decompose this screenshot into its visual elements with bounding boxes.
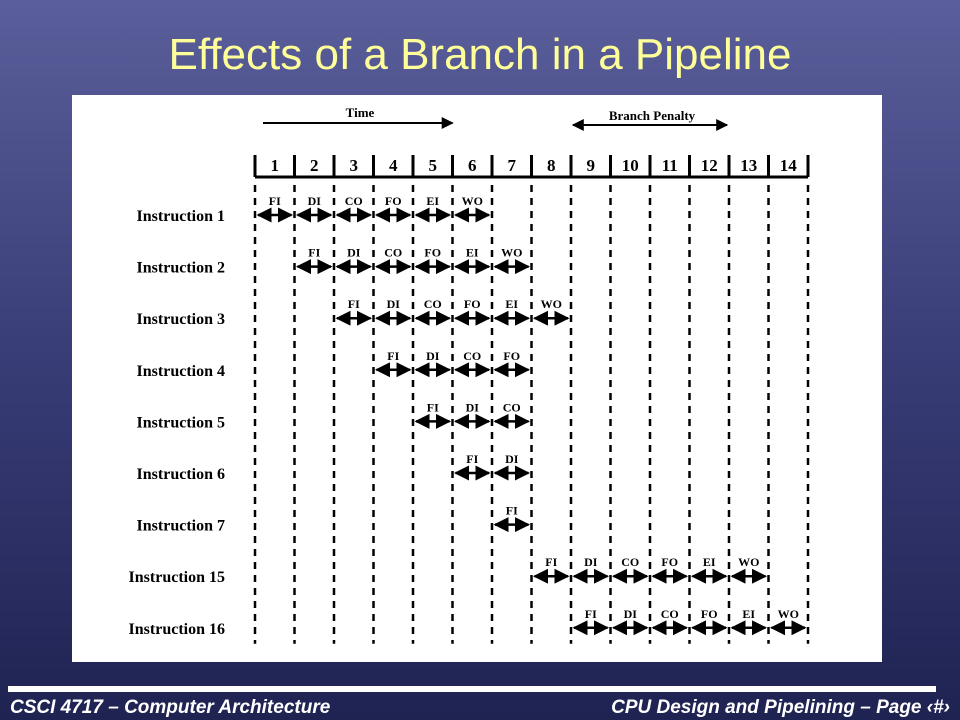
stage-label-co: CO (345, 194, 363, 208)
cycle-number-8: 8 (547, 156, 556, 175)
instruction-label: Instruction 4 (137, 363, 225, 380)
stage-label-wo: WO (501, 246, 522, 260)
stage-label-di: DI (624, 607, 638, 621)
stage-label-fo: FO (424, 246, 441, 260)
stage-label-co: CO (424, 297, 442, 311)
stage-label-co: CO (503, 400, 521, 414)
stage-label-wo: WO (541, 297, 562, 311)
instruction-label: Instruction 6 (137, 466, 225, 483)
stage-label-fo: FO (701, 607, 718, 621)
stage-label-di: DI (466, 400, 480, 414)
stage-label-fi: FI (466, 452, 478, 466)
cycle-number-5: 5 (429, 156, 438, 175)
cycle-number-11: 11 (662, 156, 678, 175)
stage-label-ei: EI (742, 607, 755, 621)
instruction-label: Instruction 15 (129, 569, 225, 586)
footer-course: CSCI 4717 – Computer Architecture (10, 697, 331, 718)
stage-label-fo: FO (385, 194, 402, 208)
branch-penalty-label: Branch Penalty (609, 108, 696, 123)
stage-label-fo: FO (464, 297, 481, 311)
stage-label-fi: FI (585, 607, 597, 621)
cycle-number-4: 4 (389, 156, 398, 175)
stage-label-fi: FI (545, 555, 557, 569)
stage-label-wo: WO (778, 607, 799, 621)
stage-label-wo: WO (738, 555, 759, 569)
cycle-number-9: 9 (587, 156, 596, 175)
instruction-label: Instruction 7 (137, 518, 225, 535)
stage-label-co: CO (621, 555, 639, 569)
stage-label-fo: FO (503, 349, 520, 363)
stage-label-ei: EI (466, 246, 479, 260)
cycle-number-12: 12 (701, 156, 718, 175)
cycle-number-7: 7 (508, 156, 517, 175)
stage-label-fo: FO (661, 555, 678, 569)
stage-label-co: CO (384, 246, 402, 260)
stage-label-di: DI (426, 349, 440, 363)
cycle-number-3: 3 (350, 156, 359, 175)
stage-label-fi: FI (308, 246, 320, 260)
stage-label-fi: FI (387, 349, 399, 363)
cycle-number-10: 10 (622, 156, 639, 175)
stage-label-di: DI (584, 555, 598, 569)
footer-page: CPU Design and Pipelining – Page ‹#› (611, 697, 950, 718)
stage-label-di: DI (387, 297, 401, 311)
cycle-number-14: 14 (780, 156, 798, 175)
stage-label-co: CO (463, 349, 481, 363)
instruction-label: Instruction 5 (137, 414, 225, 431)
stage-label-wo: WO (462, 194, 483, 208)
stage-label-fi: FI (506, 504, 518, 518)
cycle-number-1: 1 (271, 156, 280, 175)
stage-label-ei: EI (703, 555, 716, 569)
slide-title: Effects of a Branch in a Pipeline (168, 30, 792, 79)
instruction-label: Instruction 1 (137, 208, 225, 225)
instruction-label: Instruction 3 (137, 311, 225, 328)
cycle-number-13: 13 (740, 156, 757, 175)
stage-label-ei: EI (426, 194, 439, 208)
instruction-label: Instruction 16 (129, 621, 225, 638)
instruction-label: Instruction 2 (137, 260, 225, 277)
time-label: Time (346, 105, 375, 120)
stage-label-di: DI (308, 194, 322, 208)
stage-label-fi: FI (427, 400, 439, 414)
stage-label-co: CO (661, 607, 679, 621)
footer-divider (8, 686, 936, 692)
stage-label-di: DI (505, 452, 519, 466)
stage-label-fi: FI (269, 194, 281, 208)
stage-label-ei: EI (505, 297, 518, 311)
stage-label-di: DI (347, 246, 361, 260)
cycle-number-6: 6 (468, 156, 477, 175)
cycle-number-2: 2 (310, 156, 319, 175)
stage-label-fi: FI (348, 297, 360, 311)
